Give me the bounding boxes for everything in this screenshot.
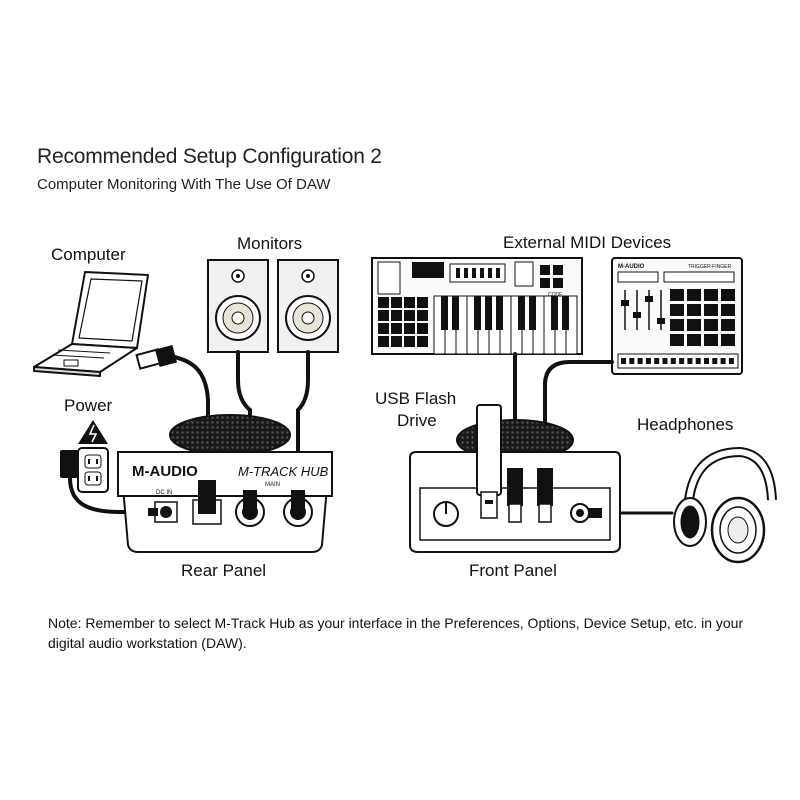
laptop-icon (33, 271, 149, 377)
front-panel-label: Front Panel (469, 561, 557, 580)
usb-plug-icon (135, 344, 178, 370)
pad-controller-icon: M-AUDIO TRIGGER FINGER (611, 257, 743, 375)
power-label: Power (64, 396, 113, 415)
monitors-label: Monitors (237, 234, 303, 253)
power-outlet-icon (60, 447, 109, 493)
rear-panel-device: M-AUDIO M-TRACK HUB DC IN MAIN (117, 414, 333, 553)
monitor-cable-left (236, 350, 252, 502)
rear-brand-text: M-AUDIO (132, 463, 198, 480)
pad-usb-cable (543, 360, 614, 472)
warning-icon (78, 420, 108, 444)
pad-model-text: TRIGGER FINGER (688, 264, 731, 270)
computer-label: Computer (51, 245, 126, 264)
pad-brand-text: M-AUDIO (618, 264, 645, 270)
keyboard-code-text: CODE (548, 292, 563, 298)
usb-flash-drive-icon (476, 404, 502, 519)
front-panel-device (409, 404, 621, 553)
rear-model-text: M-TRACK HUB (238, 464, 329, 479)
page-subtitle: Computer Monitoring With The Use Of DAW (37, 176, 331, 193)
external-midi-label: External MIDI Devices (503, 233, 672, 252)
midi-keyboard-icon: CODE (371, 257, 583, 355)
monitor-speaker-left-icon (207, 259, 269, 353)
cables (68, 350, 674, 515)
usb-cable (168, 354, 210, 482)
rear-panel-label: Rear Panel (181, 561, 267, 580)
monitor-cable-right (296, 350, 310, 502)
headphones-label: Headphones (637, 415, 734, 434)
dc-in-text: DC IN (156, 490, 172, 496)
usb-flash-label-line2: Drive (397, 411, 437, 430)
main-text: MAIN (265, 482, 280, 488)
power-cable (68, 476, 152, 514)
page-title: Recommended Setup Configuration 2 (37, 145, 382, 168)
monitor-speaker-right-icon (277, 259, 339, 353)
headphones-icon (673, 446, 777, 564)
usb-flash-label-line1: USB Flash (375, 389, 457, 408)
daw-note: Note: Remember to select M-Track Hub as … (48, 615, 744, 651)
